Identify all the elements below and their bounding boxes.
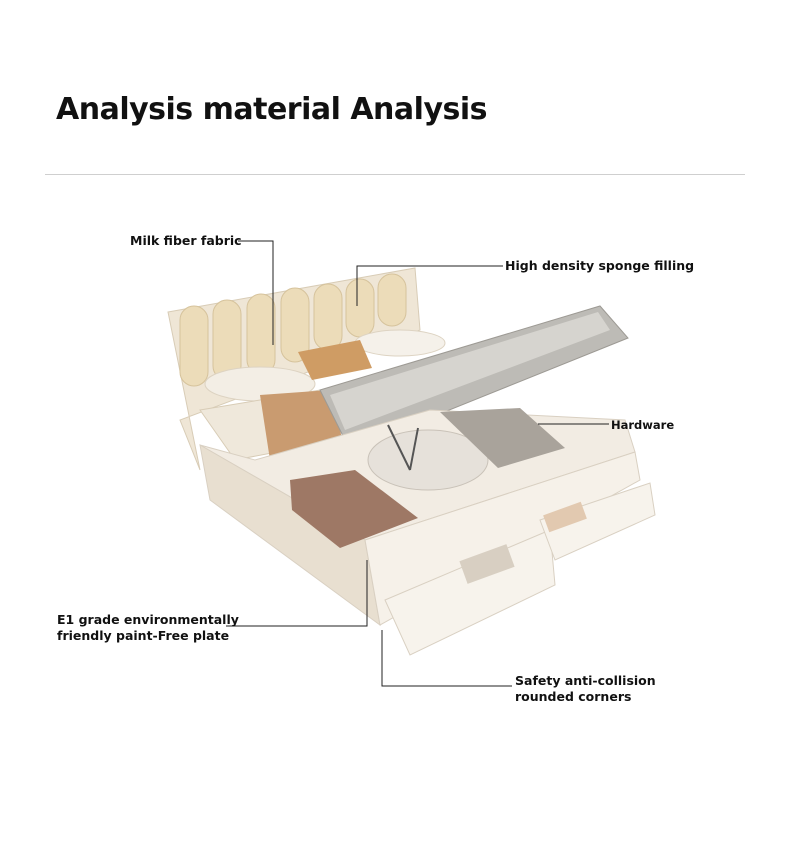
callout-safety-line2: rounded corners	[515, 689, 632, 704]
folded-clothes	[440, 408, 565, 468]
divider	[45, 174, 745, 175]
callout-e1-line1: E1 grade environmentally	[57, 612, 239, 627]
callout-safety-line1: Safety anti-collision	[515, 673, 656, 688]
accent-pillow	[298, 340, 372, 380]
callout-line-milk-fiber	[238, 240, 274, 345]
callout-safety-corners: Safety anti-collision rounded corners	[515, 673, 656, 705]
pillow	[354, 329, 446, 357]
gingham-bedding	[290, 470, 418, 548]
callout-line-safety	[381, 630, 512, 687]
drawer-right	[539, 482, 656, 561]
callout-line-sponge	[356, 265, 503, 306]
callout-e1-grade: E1 grade environmentally friendly paint-…	[57, 612, 239, 644]
callout-e1-line2: friendly paint-Free plate	[57, 628, 230, 643]
callout-high-density-sponge: High density sponge filling	[505, 258, 695, 273]
callout-milk-fiber-fabric: Milk fiber fabric	[130, 233, 242, 248]
page-title: Analysis material Analysis	[56, 92, 488, 127]
callout-hardware: Hardware	[611, 418, 675, 432]
callout-line-e1	[226, 560, 368, 627]
